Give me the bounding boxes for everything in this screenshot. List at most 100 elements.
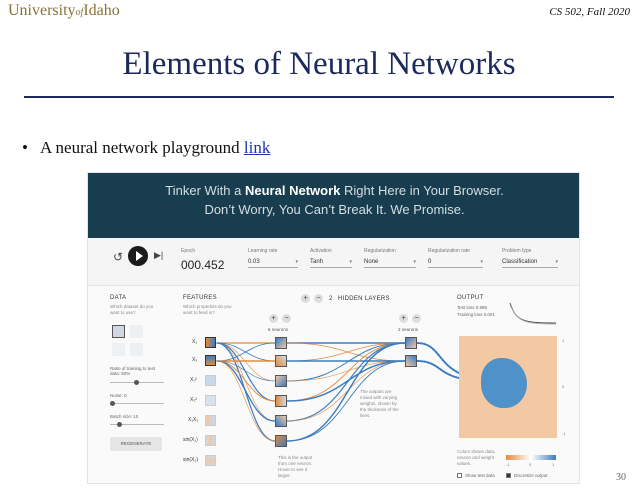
feature-sin-x1[interactable] bbox=[205, 435, 216, 446]
chevron-down-icon: ▾ bbox=[295, 259, 298, 265]
batch-label: Batch size: 10 bbox=[110, 414, 138, 419]
remove-neuron-layer2-icon[interactable]: − bbox=[412, 314, 421, 323]
reset-icon[interactable]: ↺ bbox=[113, 250, 124, 264]
batch-label-text: Batch size: bbox=[110, 414, 133, 419]
regularization-select[interactable]: None▾ bbox=[364, 259, 416, 268]
bullet-item: •A neural network playground link bbox=[22, 138, 270, 158]
slide-title: Elements of Neural Networks bbox=[122, 46, 516, 82]
noise-slider-knob[interactable] bbox=[110, 401, 115, 406]
noise-value: 0 bbox=[124, 393, 127, 398]
problem-type-value: Classification bbox=[502, 259, 538, 265]
problem-type-select[interactable]: Classification ▾ bbox=[502, 259, 558, 268]
regularization-label: Regularization bbox=[364, 248, 396, 254]
show-test-data-checkbox[interactable] bbox=[457, 473, 462, 478]
regenerate-button[interactable]: REGENERATE bbox=[110, 437, 162, 451]
feature-x1[interactable] bbox=[205, 337, 216, 348]
feature-label-x1: X₁ bbox=[192, 339, 198, 345]
output-decision-region bbox=[481, 358, 527, 408]
logo-university-text: University bbox=[8, 2, 76, 19]
learning-rate-select[interactable]: 0.03▾ bbox=[248, 259, 298, 268]
neuron-l2-1[interactable] bbox=[405, 337, 417, 349]
remove-layer-icon[interactable]: − bbox=[314, 294, 323, 303]
activation-value: Tanh bbox=[310, 259, 324, 265]
play-icon[interactable] bbox=[128, 246, 148, 266]
feature-label-sinx1: sin(X₁) bbox=[183, 437, 198, 443]
feature-label-x2sq: X₂² bbox=[190, 397, 197, 403]
regularization-rate-value: 0 bbox=[428, 259, 432, 265]
feature-label-x2: X₂ bbox=[192, 357, 198, 363]
ratio-label: Ratio of training to test data: 50% bbox=[110, 366, 166, 376]
noise-label: Noise: 0 bbox=[110, 393, 127, 398]
feature-x2[interactable] bbox=[205, 355, 216, 366]
problem-type-label: Problem type bbox=[502, 248, 532, 254]
feature-label-sinx2: sin(X₂) bbox=[183, 457, 198, 463]
feature-x1x2[interactable] bbox=[205, 415, 216, 426]
controls-bar: ↺ ▶| Epoch 000.452 Learning rate 0.03▾ A… bbox=[88, 238, 579, 286]
discretize-output-label: Discretize output bbox=[514, 473, 548, 478]
data-heading: DATA bbox=[110, 295, 127, 301]
add-neuron-layer1-icon[interactable]: + bbox=[269, 314, 278, 323]
show-test-data-label: Show test data bbox=[465, 473, 495, 478]
dataset-spiral-option[interactable] bbox=[130, 343, 143, 356]
neuron-l1-3[interactable] bbox=[275, 375, 287, 387]
logo-of-text: of bbox=[75, 7, 84, 18]
feature-x1-squared[interactable] bbox=[205, 375, 216, 386]
neuron-l1-6[interactable] bbox=[275, 435, 287, 447]
ratio-slider-knob[interactable] bbox=[134, 380, 139, 385]
neuron-l2-2[interactable] bbox=[405, 355, 417, 367]
step-forward-icon[interactable]: ▶| bbox=[154, 250, 164, 260]
chevron-down-icon: ▾ bbox=[349, 259, 352, 265]
dataset-gauss-option[interactable] bbox=[112, 343, 125, 356]
playground-screenshot: Tinker With a Neural Network Right Here … bbox=[87, 172, 580, 484]
neuron-l1-4[interactable] bbox=[275, 395, 287, 407]
ratio-value: 50% bbox=[121, 371, 131, 376]
banner-line1-pre: Tinker With a bbox=[165, 183, 242, 198]
batch-slider[interactable] bbox=[110, 422, 164, 427]
layer1-neuron-count: 6 neurons bbox=[268, 327, 289, 332]
output-axis-tick: 1 bbox=[562, 338, 565, 343]
weights-annotation: The outputs are mixed with varying weigh… bbox=[360, 389, 399, 418]
chevron-down-icon: ▾ bbox=[555, 259, 558, 265]
remove-neuron-layer1-icon[interactable]: − bbox=[282, 314, 291, 323]
ratio-label-text: Ratio of training to test data: bbox=[110, 366, 156, 376]
bullet-text: A neural network playground bbox=[39, 138, 240, 157]
data-subtext: Which dataset do you want to use? bbox=[110, 304, 154, 315]
feature-label-x1sq: X₁² bbox=[190, 377, 197, 383]
training-loss: Training loss 0.001 bbox=[457, 312, 495, 317]
course-label: CS 502, Fall 2020 bbox=[549, 6, 630, 18]
university-logo: UniversityofIdaho bbox=[8, 2, 120, 20]
playground-link[interactable]: link bbox=[243, 138, 271, 157]
dataset-xor-option[interactable] bbox=[130, 325, 143, 338]
neuron-l1-2[interactable] bbox=[275, 355, 287, 367]
regularization-rate-select[interactable]: 0▾ bbox=[428, 259, 483, 268]
loss-curve bbox=[509, 302, 557, 325]
learning-rate-label: Learning rate bbox=[248, 248, 278, 254]
add-layer-icon[interactable]: + bbox=[301, 294, 310, 303]
output-heatmap[interactable] bbox=[459, 336, 557, 438]
output-axis-tick: 0 bbox=[562, 384, 565, 389]
feature-x2-squared[interactable] bbox=[205, 395, 216, 406]
noise-slider[interactable] bbox=[110, 401, 164, 406]
features-heading: FEATURES bbox=[183, 295, 217, 301]
add-neuron-layer2-icon[interactable]: + bbox=[399, 314, 408, 323]
color-legend-bar bbox=[506, 455, 556, 460]
legend-tick: -1 bbox=[506, 462, 510, 467]
neuron-l1-1[interactable] bbox=[275, 337, 287, 349]
neuron-l1-5[interactable] bbox=[275, 415, 287, 427]
dataset-circle-option[interactable] bbox=[112, 325, 125, 338]
epoch-label: Epoch bbox=[181, 248, 196, 254]
colors-legend-text: Colors shows data, neuron and weight val… bbox=[457, 449, 496, 466]
discretize-output-checkbox[interactable] bbox=[506, 473, 511, 478]
neuron-annotation: This is the output from one neuron. Hove… bbox=[278, 455, 313, 478]
banner-line-2: Don’t Worry, You Can’t Break It. We Prom… bbox=[204, 202, 465, 217]
batch-slider-knob[interactable] bbox=[117, 422, 122, 427]
network-connections bbox=[216, 342, 460, 442]
legend-tick: 0 bbox=[529, 462, 532, 467]
test-loss: Test loss 0.886 bbox=[457, 305, 488, 310]
chevron-down-icon: ▾ bbox=[413, 259, 416, 265]
logo-idaho-text: Idaho bbox=[83, 2, 120, 19]
features-subtext: Which properties do you want to feed in? bbox=[183, 304, 232, 315]
feature-sin-x2[interactable] bbox=[205, 455, 216, 466]
activation-select[interactable]: Tanh ▾ bbox=[310, 259, 352, 268]
ratio-slider[interactable] bbox=[110, 380, 164, 385]
